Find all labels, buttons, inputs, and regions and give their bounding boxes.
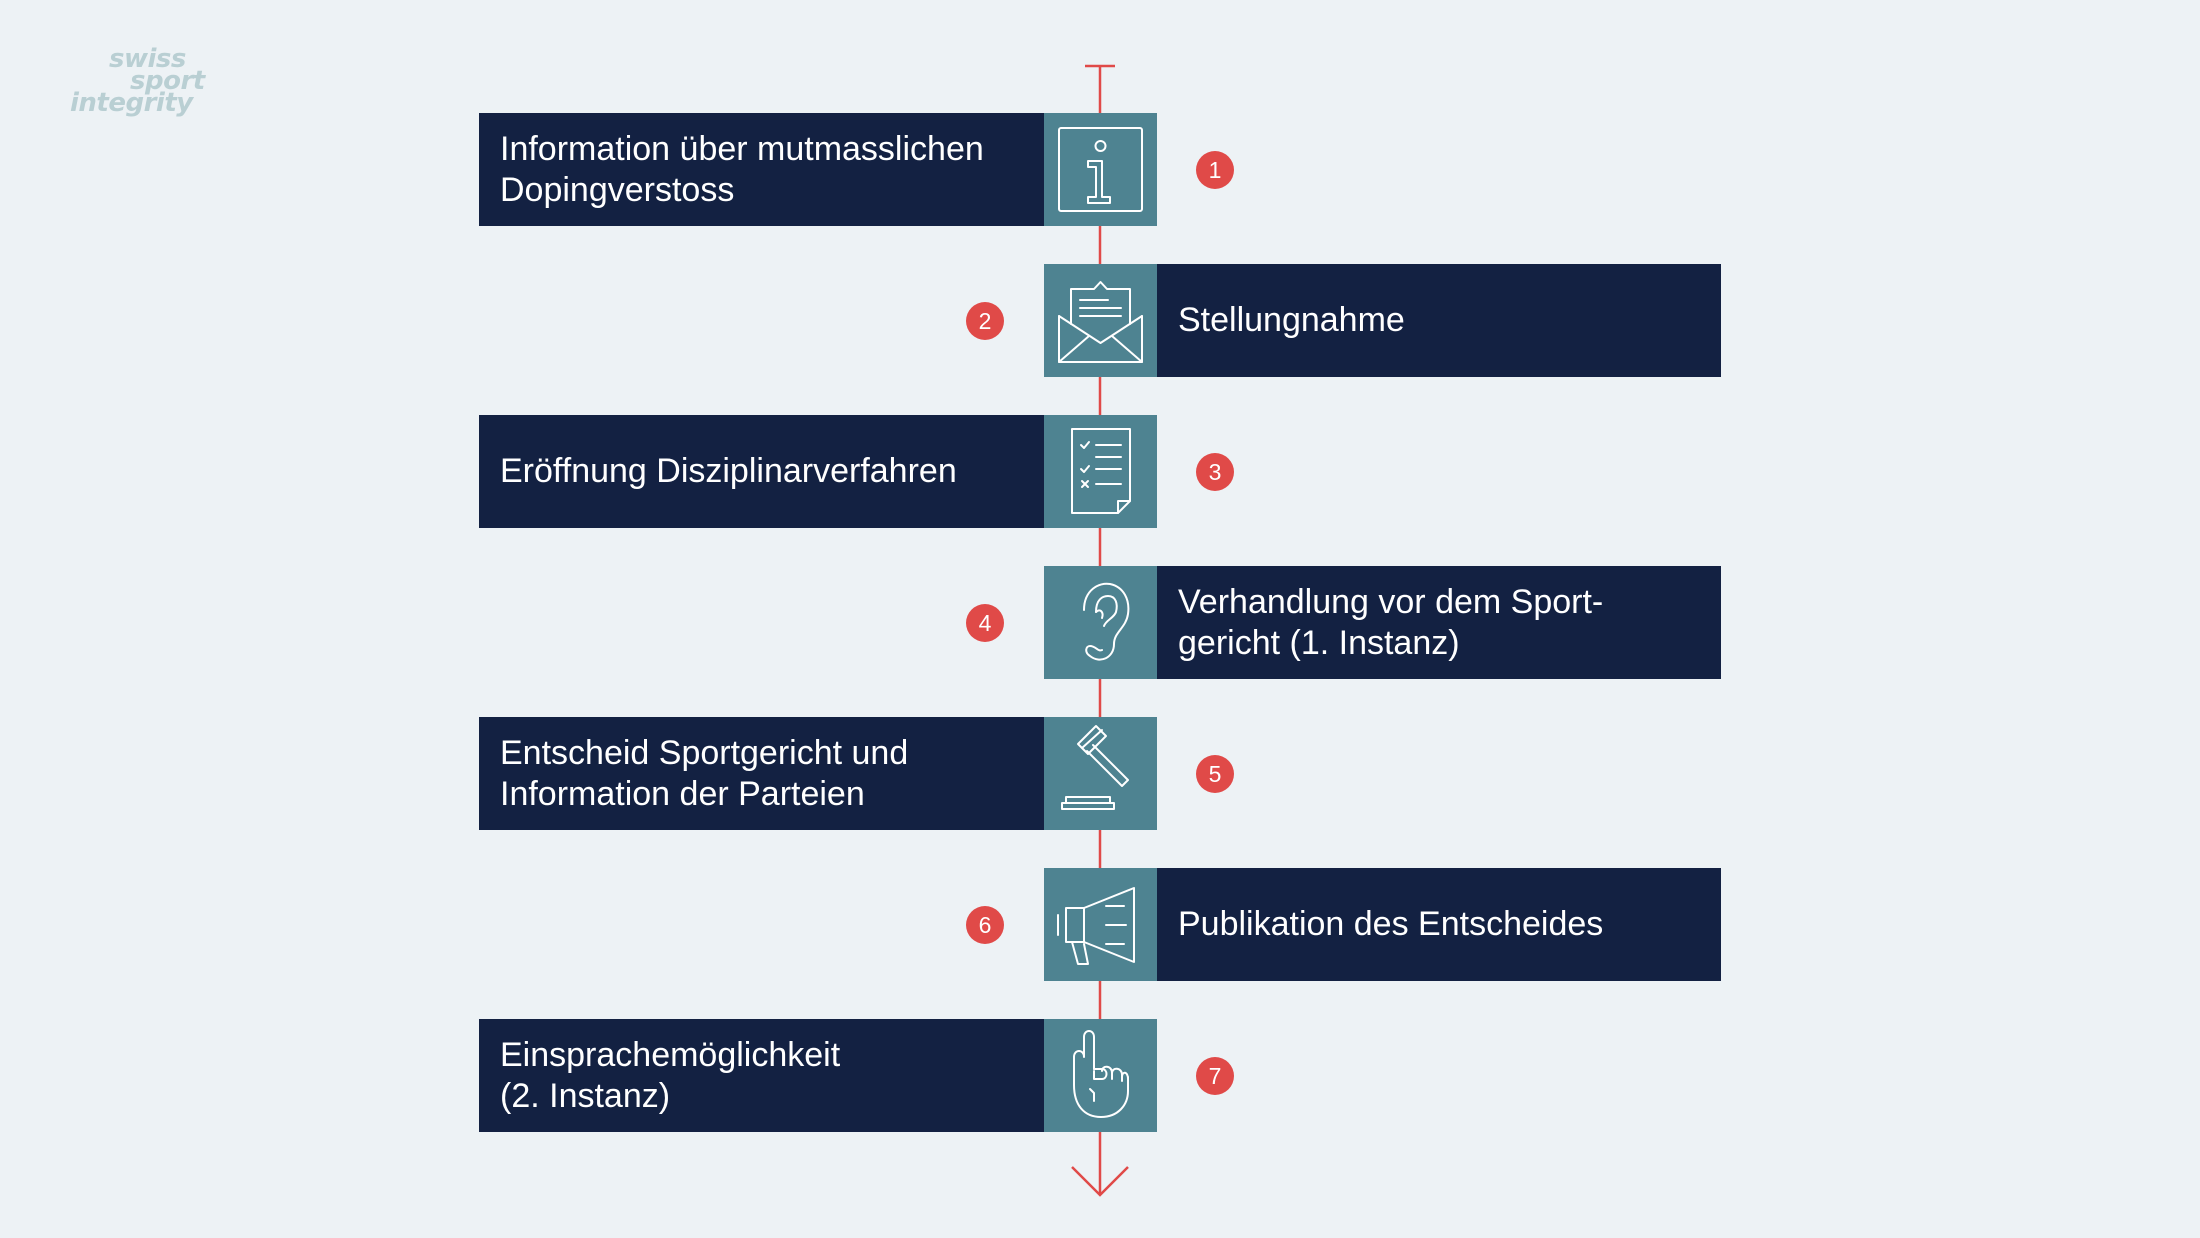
step-label: Einsprachemöglichkeit (2. Instanz) <box>500 1035 841 1115</box>
step-number-badge: 2 <box>966 302 1004 340</box>
raised-finger-hand-icon <box>1044 1019 1157 1132</box>
process-step: Eröffnung Disziplinarverfahren 3 <box>0 415 2200 528</box>
step-label-box: Eröffnung Disziplinarverfahren <box>479 415 1044 528</box>
step-number-badge: 5 <box>1196 755 1234 793</box>
step-label-box: Verhandlung vor dem Sport- gericht (1. I… <box>1157 566 1721 679</box>
step-number-badge: 7 <box>1196 1057 1234 1095</box>
checklist-document-icon <box>1044 415 1157 528</box>
process-step: Stellungnahme 2 <box>0 264 2200 377</box>
process-step: Information über mutmasslichen Dopingver… <box>0 113 2200 226</box>
step-label-box: Information über mutmasslichen Dopingver… <box>479 113 1044 226</box>
step-number-badge: 6 <box>966 906 1004 944</box>
step-label-box: Stellungnahme <box>1157 264 1721 377</box>
envelope-letter-icon <box>1044 264 1157 377</box>
step-label-box: Einsprachemöglichkeit (2. Instanz) <box>479 1019 1044 1132</box>
swiss-sport-integrity-logo: swiss sport integrity <box>66 46 226 126</box>
info-icon <box>1044 113 1157 226</box>
step-label: Stellungnahme <box>1178 301 1405 339</box>
logo-line-integrity: integrity <box>70 88 193 118</box>
timeline-arrowhead <box>1071 1166 1129 1197</box>
step-label-box: Publikation des Entscheides <box>1157 868 1721 981</box>
step-number-badge: 1 <box>1196 151 1234 189</box>
process-step: Verhandlung vor dem Sport- gericht (1. I… <box>0 566 2200 679</box>
step-label: Verhandlung vor dem Sport- gericht (1. I… <box>1178 582 1604 662</box>
gavel-icon <box>1044 717 1157 830</box>
step-label: Information über mutmasslichen Dopingver… <box>500 129 984 209</box>
logo-line-sport: sport <box>130 66 205 96</box>
process-step: Publikation des Entscheides 6 <box>0 868 2200 981</box>
megaphone-icon <box>1044 868 1157 981</box>
logo-line-swiss: swiss <box>109 44 186 74</box>
step-number-badge: 4 <box>966 604 1004 642</box>
ear-icon <box>1044 566 1157 679</box>
step-label-box: Entscheid Sportgericht und Information d… <box>479 717 1044 830</box>
step-number-badge: 3 <box>1196 453 1234 491</box>
process-step: Entscheid Sportgericht und Information d… <box>0 717 2200 830</box>
step-label: Entscheid Sportgericht und Information d… <box>500 733 909 813</box>
step-label: Publikation des Entscheides <box>1178 905 1604 943</box>
process-step: Einsprachemöglichkeit (2. Instanz) 7 <box>0 1019 2200 1132</box>
step-label: Eröffnung Disziplinarverfahren <box>500 452 957 490</box>
